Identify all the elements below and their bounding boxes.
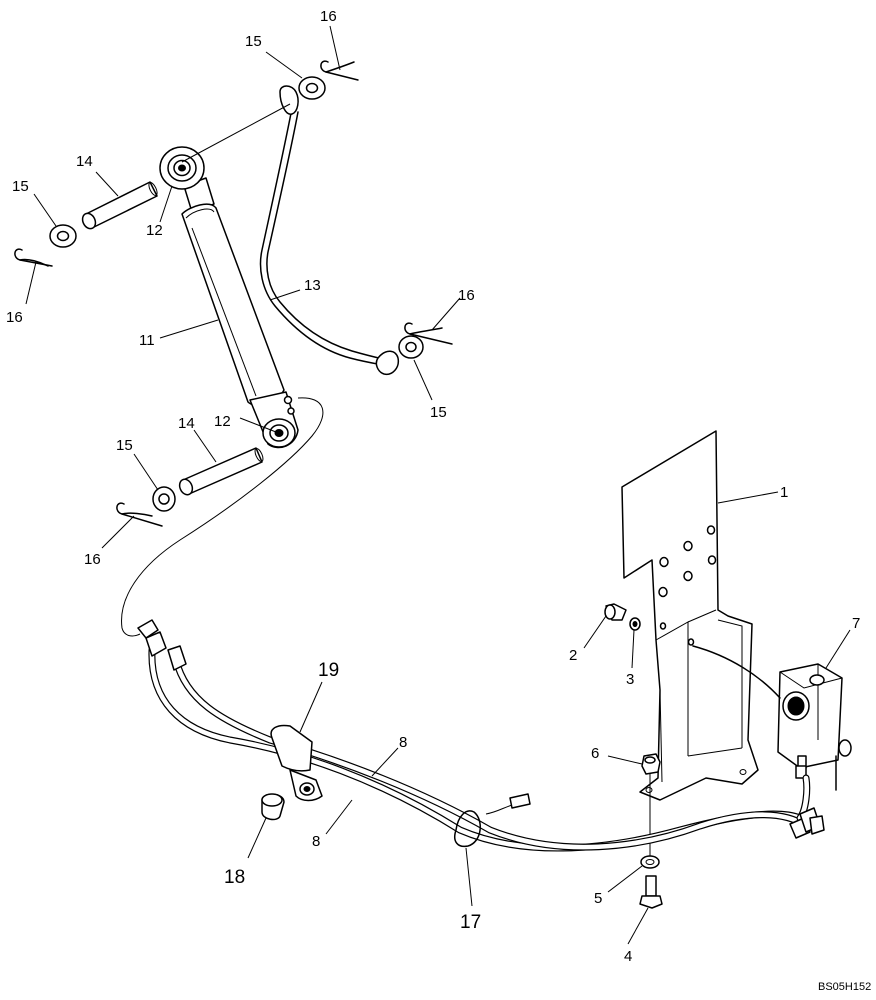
cable-tie (454, 810, 481, 848)
bolt-2 (604, 603, 627, 621)
mounting-plate (621, 430, 759, 801)
cylinder-pilot-line (121, 397, 324, 637)
callout-5: 5 (594, 890, 602, 907)
callout-1: 1 (780, 484, 788, 501)
hydraulic-cylinder (159, 146, 299, 449)
callout-16-lower: 16 (84, 551, 101, 568)
hair-pin-clips (14, 60, 453, 527)
callout-15-lower: 15 (116, 437, 133, 454)
callout-7: 7 (852, 615, 860, 632)
callout-16-left: 16 (6, 309, 23, 326)
callout-12-lower: 12 (214, 413, 231, 430)
pin-lower (178, 447, 264, 496)
callout-16-top: 16 (320, 8, 337, 25)
bolt-4 (639, 875, 663, 909)
callout-12-upper: 12 (146, 222, 163, 239)
washers (49, 76, 424, 512)
pin-upper (81, 181, 158, 230)
valve-connection-line (692, 645, 781, 699)
callout-13: 13 (304, 277, 321, 294)
callout-15-left: 15 (12, 178, 29, 195)
washer-5 (640, 855, 660, 869)
callout-19: 19 (318, 660, 339, 681)
callout-8-lower: 8 (312, 833, 320, 850)
callout-11: 11 (139, 332, 155, 349)
callout-3: 3 (626, 671, 634, 688)
spacer (261, 793, 285, 821)
lock-washer-3 (629, 617, 641, 631)
callout-17: 17 (460, 912, 481, 933)
hydraulic-hoses (121, 397, 825, 852)
retaining-rod (259, 85, 400, 376)
callout-labels: 1 2 3 4 5 6 7 8 8 11 12 12 13 14 14 15 1… (6, 8, 871, 993)
hose-clamp (270, 724, 323, 802)
callout-15-top: 15 (245, 33, 262, 50)
callout-14-upper: 14 (76, 153, 93, 170)
callout-18: 18 (224, 867, 245, 888)
callout-6: 6 (591, 745, 599, 762)
nut-6 (641, 753, 661, 775)
callout-16-right: 16 (458, 287, 475, 304)
callout-4: 4 (624, 948, 632, 965)
reference-code: BS05H152 (818, 981, 871, 993)
callout-2: 2 (569, 647, 577, 664)
valve-block (777, 663, 852, 791)
callout-8-upper: 8 (399, 734, 407, 751)
callout-14-lower: 14 (178, 415, 195, 432)
callout-15-right: 15 (430, 404, 447, 421)
leader-lines (25, 25, 851, 945)
